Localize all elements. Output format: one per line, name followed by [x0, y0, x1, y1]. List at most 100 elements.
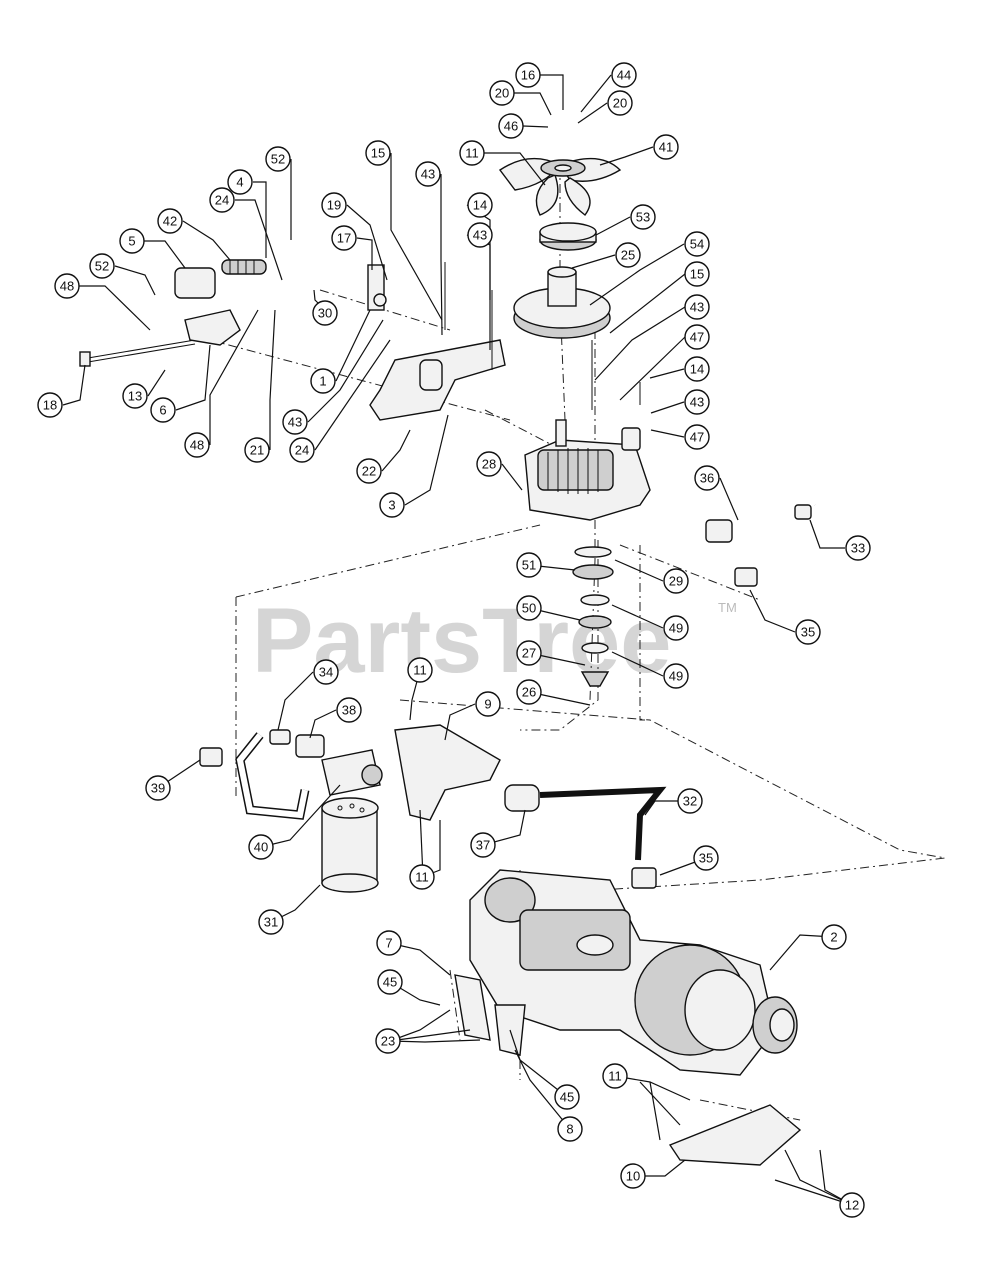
callout-52a[interactable]: 52: [265, 146, 291, 172]
svg-text:21: 21: [250, 443, 264, 458]
callout-33[interactable]: 33: [845, 535, 871, 561]
callout-50[interactable]: 50: [516, 595, 542, 621]
svg-text:45: 45: [560, 1090, 574, 1105]
svg-text:4: 4: [236, 175, 243, 190]
callout-24a[interactable]: 24: [209, 187, 235, 213]
callout-27[interactable]: 27: [516, 640, 542, 666]
callout-9[interactable]: 9: [475, 691, 501, 717]
callout-43e[interactable]: 43: [282, 409, 308, 435]
callout-6[interactable]: 6: [150, 397, 176, 423]
control-bracket: [369, 339, 506, 421]
callout-49b[interactable]: 49: [663, 663, 689, 689]
callout-39[interactable]: 39: [145, 775, 171, 801]
callout-18[interactable]: 18: [37, 392, 63, 418]
callout-51[interactable]: 51: [516, 552, 542, 578]
callout-48b[interactable]: 48: [184, 432, 210, 458]
callout-2[interactable]: 2: [821, 924, 847, 950]
callout-54[interactable]: 54: [684, 231, 710, 257]
callout-7[interactable]: 7: [376, 930, 402, 956]
svg-text:11: 11: [415, 870, 429, 885]
fitting-35b: [631, 867, 657, 889]
callout-1[interactable]: 1: [310, 368, 336, 394]
callout-28[interactable]: 28: [476, 451, 502, 477]
callout-36[interactable]: 36: [694, 465, 720, 491]
svg-text:40: 40: [254, 840, 268, 855]
callout-30[interactable]: 30: [312, 300, 338, 326]
svg-text:15: 15: [371, 146, 385, 161]
callout-26[interactable]: 26: [516, 679, 542, 705]
callout-43d[interactable]: 43: [684, 389, 710, 415]
callout-14a[interactable]: 14: [467, 192, 493, 218]
long-bolt: [79, 339, 196, 367]
svg-text:38: 38: [342, 703, 356, 718]
callout-11a[interactable]: 11: [459, 140, 485, 166]
bearing-27: [580, 671, 610, 687]
callout-32[interactable]: 32: [677, 788, 703, 814]
callout-8[interactable]: 8: [557, 1116, 583, 1142]
svg-text:13: 13: [128, 389, 142, 404]
callout-43a[interactable]: 43: [415, 161, 441, 187]
callout-38[interactable]: 38: [336, 697, 362, 723]
callout-35b[interactable]: 35: [693, 845, 719, 871]
svg-text:31: 31: [264, 915, 278, 930]
callout-46[interactable]: 46: [498, 113, 524, 139]
callout-42[interactable]: 42: [157, 208, 183, 234]
svg-text:25: 25: [621, 248, 635, 263]
callout-20b[interactable]: 20: [607, 90, 633, 116]
svg-text:48: 48: [190, 438, 204, 453]
callout-4[interactable]: 4: [227, 169, 253, 195]
callout-17[interactable]: 17: [331, 225, 357, 251]
svg-text:42: 42: [163, 214, 177, 229]
svg-text:22: 22: [362, 464, 376, 479]
callout-48a[interactable]: 48: [54, 273, 80, 299]
callout-31[interactable]: 31: [258, 909, 284, 935]
svg-text:41: 41: [659, 140, 673, 155]
svg-text:29: 29: [669, 574, 683, 589]
callout-52b[interactable]: 52: [89, 253, 115, 279]
callout-11d[interactable]: 11: [602, 1063, 628, 1089]
hydraulic-line-32: [539, 786, 667, 861]
callout-37[interactable]: 37: [470, 832, 496, 858]
callout-15b[interactable]: 15: [684, 261, 710, 287]
svg-text:11: 11: [608, 1069, 622, 1084]
callout-13[interactable]: 13: [122, 383, 148, 409]
callout-45a[interactable]: 45: [377, 969, 403, 995]
callout-43c[interactable]: 43: [684, 294, 710, 320]
callout-5[interactable]: 5: [119, 228, 145, 254]
o-ring-29: [574, 546, 612, 558]
fitting-35a: [734, 567, 758, 587]
callout-19[interactable]: 19: [321, 192, 347, 218]
callout-53[interactable]: 53: [630, 204, 656, 230]
callout-35a[interactable]: 35: [795, 619, 821, 645]
svg-text:45: 45: [383, 975, 397, 990]
callout-24b[interactable]: 24: [289, 437, 315, 463]
callout-3[interactable]: 3: [379, 492, 405, 518]
svg-text:52: 52: [95, 259, 109, 274]
callout-25[interactable]: 25: [615, 242, 641, 268]
callout-12[interactable]: 12: [839, 1192, 865, 1218]
callout-23[interactable]: 23: [375, 1028, 401, 1054]
svg-text:14: 14: [690, 362, 704, 377]
callout-20a[interactable]: 20: [489, 80, 515, 106]
callout-45b[interactable]: 45: [554, 1084, 580, 1110]
svg-text:34: 34: [319, 665, 333, 680]
svg-text:36: 36: [700, 471, 714, 486]
svg-text:19: 19: [327, 198, 341, 213]
callout-21[interactable]: 21: [244, 437, 270, 463]
callout-10[interactable]: 10: [620, 1163, 646, 1189]
callout-47a[interactable]: 47: [684, 324, 710, 350]
callout-16[interactable]: 16: [515, 62, 541, 88]
callout-14b[interactable]: 14: [684, 356, 710, 382]
callout-43b[interactable]: 43: [467, 222, 493, 248]
callout-40[interactable]: 40: [248, 834, 274, 860]
callout-47b[interactable]: 47: [684, 424, 710, 450]
callout-34[interactable]: 34: [313, 659, 339, 685]
callout-29[interactable]: 29: [663, 568, 689, 594]
callout-11b[interactable]: 11: [407, 657, 433, 683]
callout-15a[interactable]: 15: [365, 140, 391, 166]
callout-49a[interactable]: 49: [663, 615, 689, 641]
callout-22[interactable]: 22: [356, 458, 382, 484]
callout-11c[interactable]: 11: [409, 864, 435, 890]
callout-41[interactable]: 41: [653, 134, 679, 160]
callout-44[interactable]: 44: [611, 62, 637, 88]
